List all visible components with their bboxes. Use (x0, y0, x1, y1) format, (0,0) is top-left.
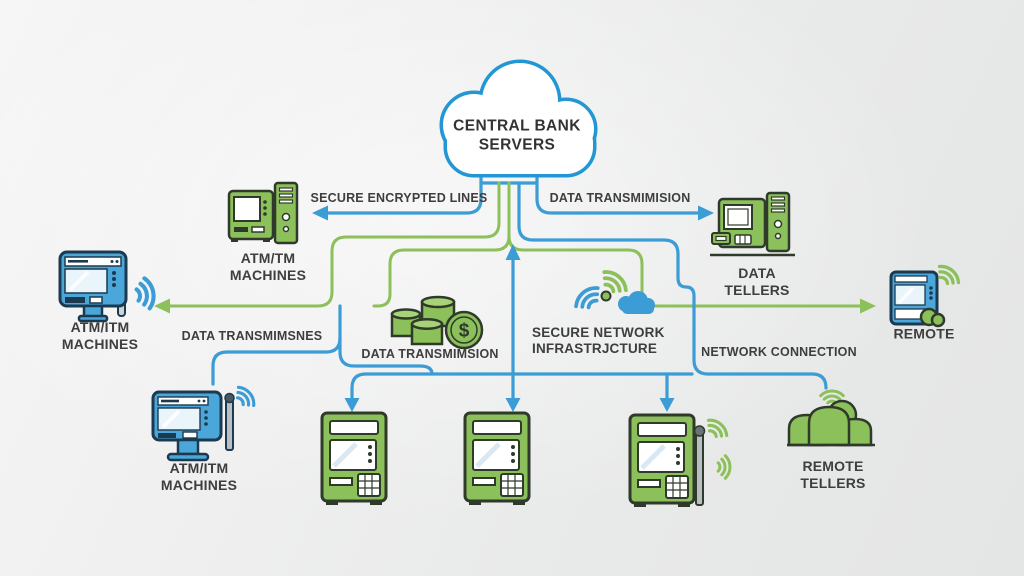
arrowhead-left (154, 298, 170, 314)
line1: DATA (738, 264, 776, 281)
small-cloud-icon (618, 291, 655, 314)
label-secure-encrypted-lines: SECURE ENCRYPTED LINES (310, 191, 488, 206)
remote-tellers-icon: $ (787, 389, 875, 447)
line1: ATM/TM (240, 249, 296, 266)
line2: MACHINES (160, 477, 238, 493)
line2: MACHINES (61, 336, 139, 352)
antenna-pole (225, 399, 234, 451)
node-label-atm-itm-machines-bottom: ATM/ITM MACHINES (161, 460, 237, 494)
atm-itm-monitor-icon (58, 250, 156, 323)
edge-lower-blue-bus (211, 258, 694, 400)
arrowhead-down-atm2 (505, 398, 521, 412)
label-data-transmimision: DATA TRANSMIMISION (549, 191, 691, 206)
wifi-icon-mid (716, 454, 732, 480)
node-label-atm-itm-machines-left: ATM/ITM MACHINES (62, 319, 138, 353)
green-atm-kiosk-3 (630, 414, 732, 507)
line1: SECURE NETWORK (532, 324, 665, 340)
atm-tm-terminal-icon (227, 181, 299, 245)
line2: TELLERS (724, 282, 790, 298)
node-label-remote: REMOTE (893, 325, 955, 342)
atm-itm-kiosk-icon (151, 382, 260, 462)
remote-device-icon (889, 260, 964, 328)
arrowhead-down-atm3 (659, 398, 675, 412)
cloud-title: CENTRAL BANK SERVERS (453, 117, 581, 156)
line1: ATM/ITM (70, 318, 130, 335)
pedestal (176, 438, 200, 456)
wifi-icon (231, 382, 260, 412)
antenna-pole (695, 432, 704, 506)
line1: ATM/ITM (169, 459, 229, 476)
green-atm-kiosk-2 (465, 413, 529, 505)
line2: MACHINES (229, 267, 307, 283)
wifi-icon (135, 277, 156, 310)
green-atm-kiosk-1 (322, 413, 386, 505)
edge-lines (154, 162, 876, 412)
node-label-remote-tellers: REMOTE TELLERS (800, 458, 865, 492)
node-label-data-tellers: DATA TELLERS (724, 265, 789, 299)
line2: INFRASTRJCTURE (532, 341, 658, 356)
label-data-transmimsnes: DATA TRANSMIMSNES (181, 329, 323, 344)
cloud-title-line2: SERVERS (478, 137, 556, 154)
line2: TELLERS (800, 475, 866, 491)
edge-secure-encrypted-lines (312, 181, 483, 221)
line1: REMOTE (802, 457, 864, 474)
edge-green-bus-left (154, 181, 511, 314)
arrowhead-left (312, 205, 328, 221)
edge-network-connection (517, 181, 828, 390)
wifi-icon-top (702, 414, 732, 443)
label-data-transmimsion: DATA TRANSMIMSION (361, 347, 499, 362)
wifi-icon-blue (570, 281, 606, 315)
edge-data-transmimision-top (535, 181, 714, 221)
data-tellers-terminal-icon (710, 191, 795, 257)
dollar-sign: $ (459, 321, 470, 342)
terminal-screen (233, 196, 261, 222)
edge-riser (338, 336, 434, 376)
arrowhead-down-atm1 (344, 398, 360, 412)
node-label-atm-tm-machines: ATM/TM MACHINES (230, 250, 306, 284)
coins-icon: $ (390, 295, 484, 350)
central-bank-cloud (439, 59, 598, 178)
arrowhead-up-to-cloud (505, 244, 521, 260)
cloud-title-line1: CENTRAL BANK (453, 117, 581, 135)
label-network-connection: NETWORK CONNECTION (701, 345, 857, 360)
secure-network-icon (570, 265, 655, 315)
signal-dot (600, 290, 612, 302)
arrowhead-right (860, 298, 876, 314)
wifi-icon (932, 260, 964, 291)
edge-to-bottom-left-atm (211, 304, 342, 386)
arrowhead-right (698, 205, 714, 221)
node-label-secure-network-infrastructure: SECURE NETWORK INFRASTRJCTURE (532, 325, 665, 357)
teller-figures (787, 405, 873, 447)
